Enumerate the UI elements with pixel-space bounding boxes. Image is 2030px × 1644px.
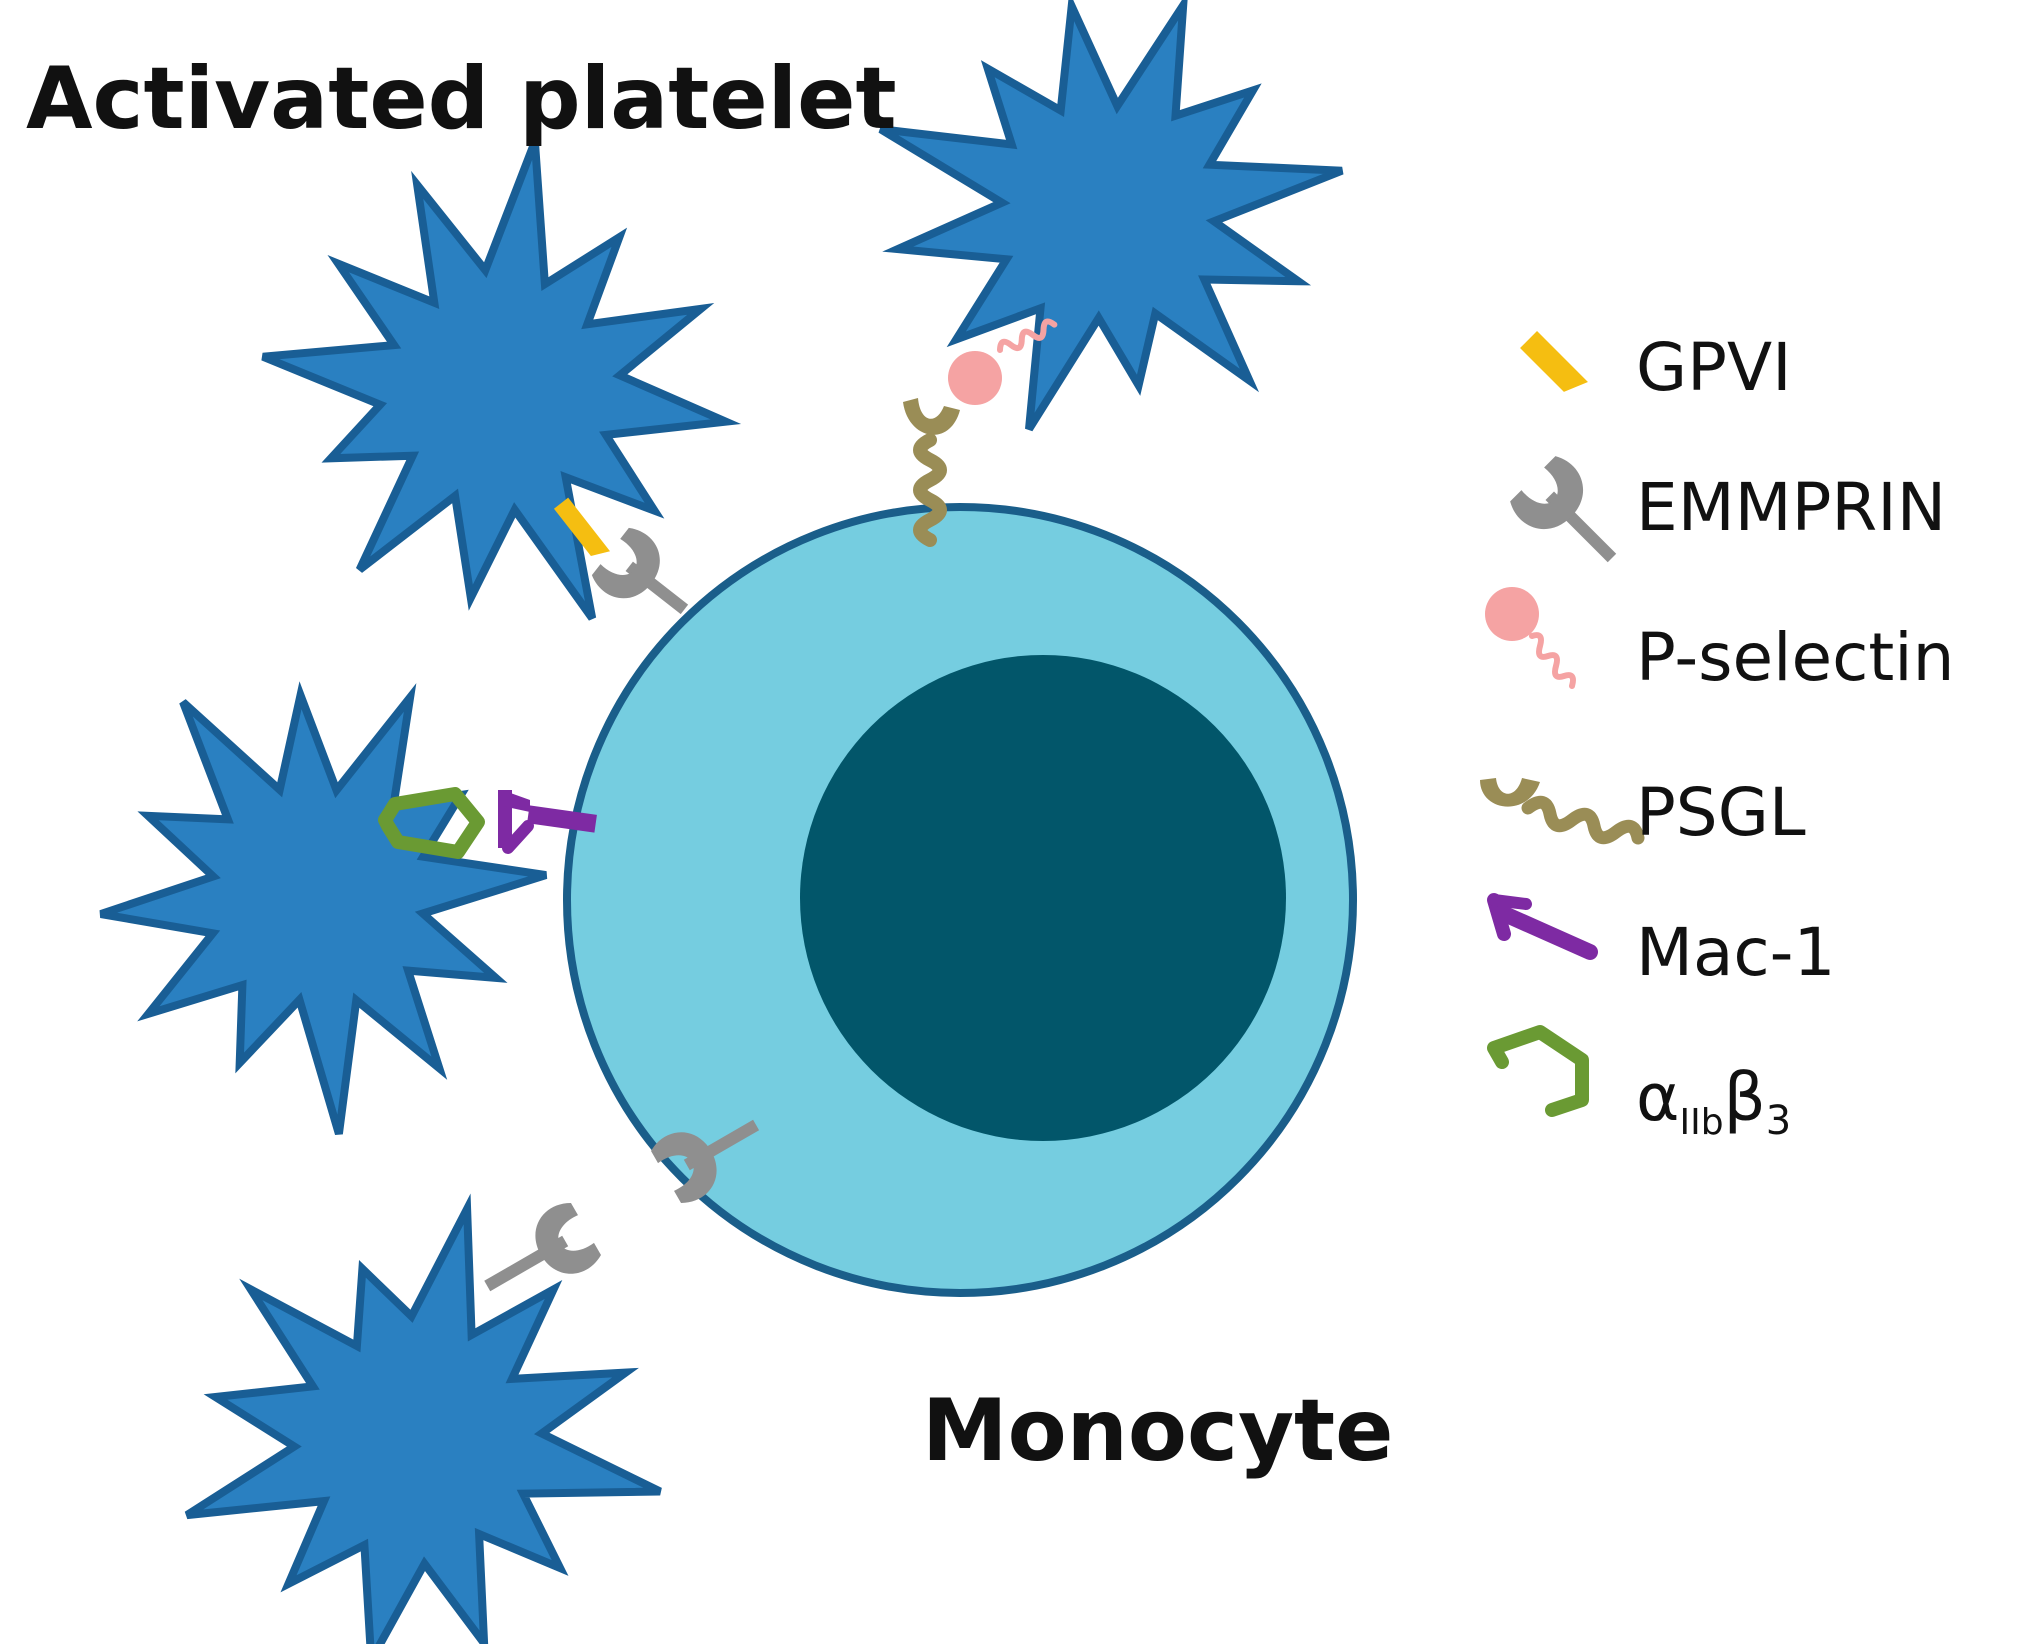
legend-item-alpha-iib-beta3: αIIbβ3 xyxy=(1487,1025,1791,1144)
emmprin-receptor xyxy=(591,527,689,615)
monocyte-label: Monocyte xyxy=(922,1381,1393,1481)
alpha-symbol: α xyxy=(1636,1059,1680,1136)
mac-1-icon xyxy=(1487,893,1598,960)
alpha-iib-beta3-receptor xyxy=(378,787,485,859)
legend-item-gpvi: GPVI xyxy=(1520,329,1792,406)
platelet-left xyxy=(99,681,548,1136)
legend-label-p-selectin: P-selectin xyxy=(1636,619,1954,696)
beta-subscript: 3 xyxy=(1766,1098,1791,1144)
integrin-mac1-pair xyxy=(378,787,597,859)
legend-item-emmprin: EMMPRIN xyxy=(1510,456,1946,563)
platelet-top-right xyxy=(878,0,1344,432)
gpvi-receptor xyxy=(553,497,611,557)
legend-item-psgl: PSGL xyxy=(1480,774,1806,851)
legend-item-p-selectin: P-selectin xyxy=(1485,587,1954,696)
emmprin-receptor xyxy=(484,1203,601,1292)
platelets xyxy=(99,0,1344,1644)
legend-item-mac-1: Mac-1 xyxy=(1487,893,1835,991)
psgl-icon xyxy=(1480,778,1645,845)
gpvi-icon xyxy=(1520,331,1588,392)
legend: GPVI EMMPRIN P-selectin PSGL xyxy=(1480,329,1954,1144)
alpha-iib-beta3-icon xyxy=(1487,1025,1589,1117)
platelet-top-left xyxy=(261,140,742,621)
platelet-label: Activated platelet xyxy=(26,49,897,149)
emmprin-icon xyxy=(1510,456,1617,563)
legend-label-alpha-iib-beta3: αIIbβ3 xyxy=(1636,1059,1791,1144)
receptor-pairs xyxy=(378,318,1058,1292)
legend-label-psgl: PSGL xyxy=(1636,774,1806,851)
monocyte-cell xyxy=(563,503,1357,1297)
gpvi-emmprin-pair xyxy=(553,497,689,615)
monocyte-nucleus xyxy=(800,655,1286,1141)
platelet-bottom-left xyxy=(184,1193,662,1644)
legend-label-emmprin: EMMPRIN xyxy=(1636,469,1946,546)
emmprin-emmprin-pair xyxy=(484,1119,760,1292)
beta-symbol: β xyxy=(1724,1059,1766,1136)
p-selectin-receptor xyxy=(948,318,1058,405)
legend-label-mac-1: Mac-1 xyxy=(1636,914,1835,991)
psgl-receptor xyxy=(903,398,960,547)
legend-label-gpvi: GPVI xyxy=(1636,329,1792,406)
alpha-subscript: IIb xyxy=(1680,1102,1724,1143)
p-selectin-icon xyxy=(1485,587,1576,689)
mac-1-receptor xyxy=(498,790,597,854)
p-selectin-psgl-pair xyxy=(903,318,1058,547)
emmprin-receptor xyxy=(651,1119,760,1203)
